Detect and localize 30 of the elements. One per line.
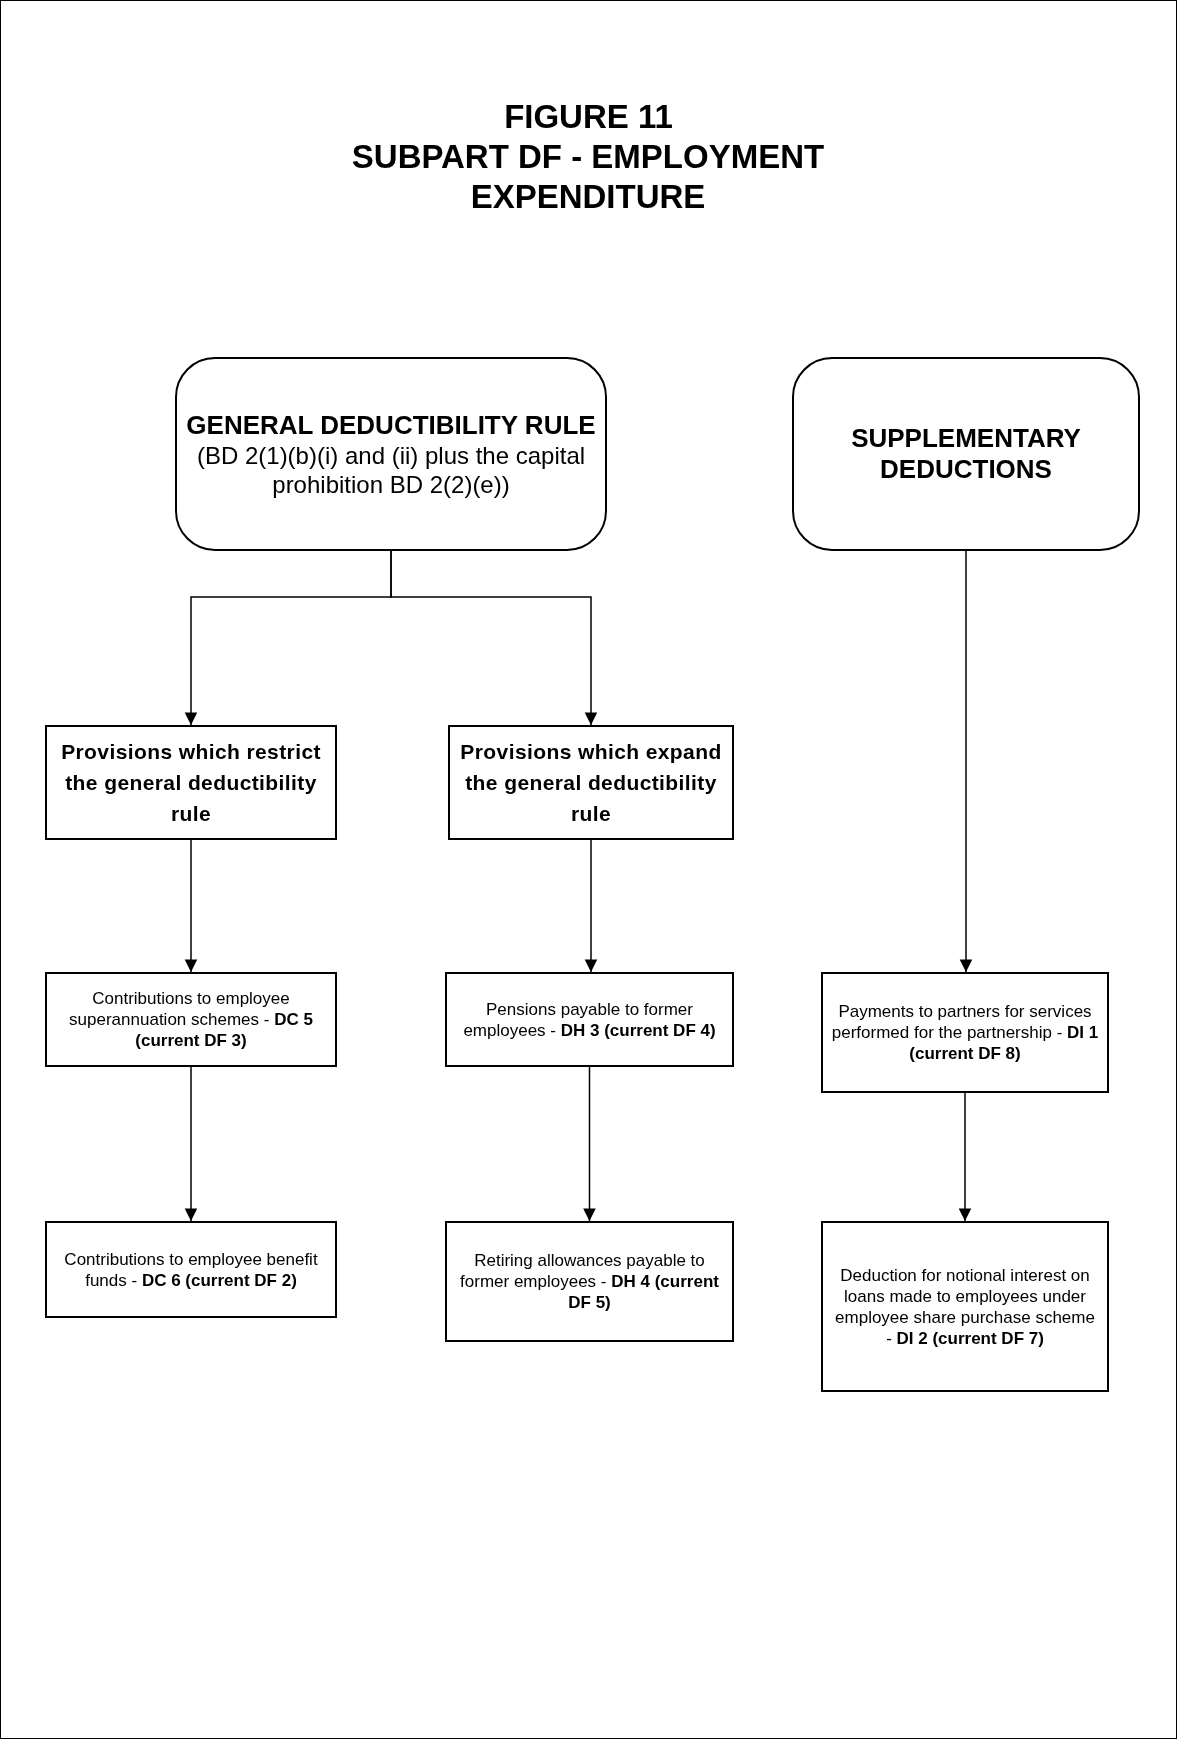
box-text: (BD 2(1)(b)(i) and (ii) plus the capital prohibition BD 2(2)(e)) bbox=[195, 440, 587, 499]
process-box bbox=[45, 972, 337, 1067]
process-box bbox=[448, 725, 734, 840]
arrow bbox=[959, 550, 973, 973]
process-box bbox=[445, 1221, 734, 1342]
arrow bbox=[390, 550, 598, 726]
arrow bbox=[584, 839, 598, 973]
process-box bbox=[45, 725, 337, 840]
box-text: Payments to partners for services performed for the partnership - DI 1 (current DF 8) bbox=[831, 1001, 1099, 1064]
box-text: Retiring allowances payable to former employees - DH 4 (current DF 5) bbox=[459, 1250, 720, 1313]
box-heading: Provisions which restrict the general deductibility rule bbox=[60, 739, 322, 827]
box-text: Deduction for notional interest on loans made to employees under employee share purchase scheme - DI 2 (current DF 7) bbox=[834, 1264, 1096, 1349]
box-heading: GENERAL DEDUCTIBILITY RULE bbox=[186, 409, 596, 441]
box-text: Pensions payable to former employees - DH 3 (current DF 4) bbox=[462, 998, 717, 1041]
rounded-box bbox=[792, 357, 1140, 551]
arrow bbox=[184, 839, 198, 973]
box-heading: Provisions which expand the general deductibility rule bbox=[459, 739, 723, 827]
box-heading: SUPPLEMENTARY DEDUCTIONS bbox=[850, 423, 1082, 485]
diagram-title: SUBPART DF - EMPLOYMENT EXPENDITURE bbox=[350, 137, 826, 217]
arrow bbox=[958, 1092, 972, 1222]
process-box bbox=[445, 972, 734, 1067]
arrow bbox=[583, 1066, 596, 1222]
process-box bbox=[45, 1221, 337, 1318]
figure-number: FIGURE 11 bbox=[503, 97, 674, 137]
arrow bbox=[184, 1066, 198, 1222]
box-text: Contributions to employee superannuation schemes - DC 5 (current DF 3) bbox=[68, 988, 314, 1051]
rounded-box bbox=[175, 357, 607, 551]
process-box bbox=[821, 1221, 1109, 1392]
box-text: Contributions to employee benefit funds - DC 6 (current DF 2) bbox=[63, 1248, 319, 1291]
process-box bbox=[821, 972, 1109, 1093]
